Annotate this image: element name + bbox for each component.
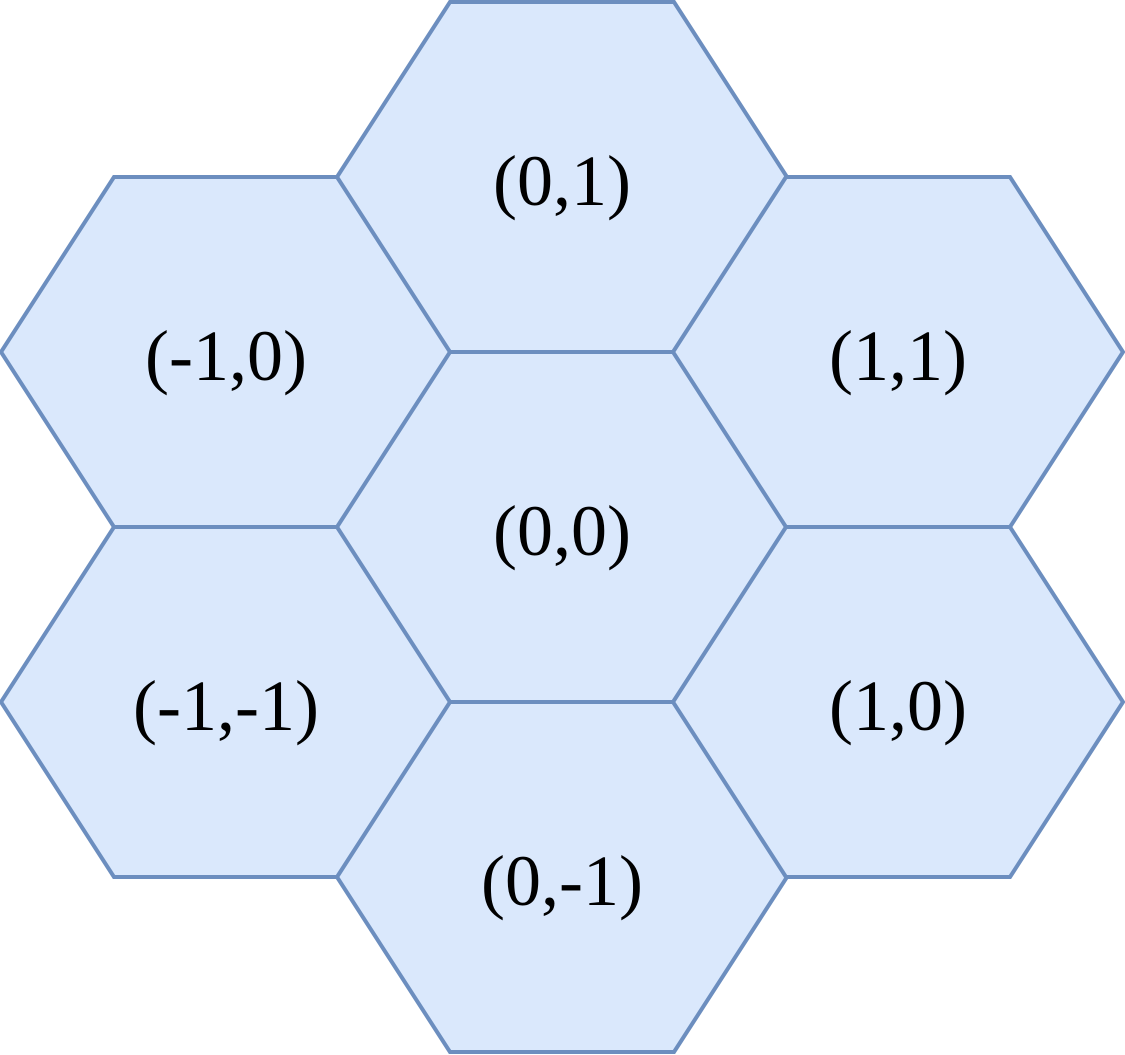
hex-cell-label: (-1,0) bbox=[145, 316, 307, 396]
hex-cell-label: (1,0) bbox=[829, 666, 967, 746]
hex-cell-label: (0,1) bbox=[493, 141, 631, 221]
hex-cell-label: (0,-1) bbox=[481, 841, 643, 921]
hex-cell: (1,0) bbox=[670, 525, 1125, 879]
hex-cell: (1,1) bbox=[670, 175, 1125, 529]
hex-cell-label: (1,1) bbox=[829, 316, 967, 396]
hex-cell: (0,0) bbox=[334, 350, 790, 704]
hex-cell-label: (0,0) bbox=[493, 491, 631, 571]
hexagon-shape bbox=[670, 525, 1125, 879]
hex-cell-label: (-1,-1) bbox=[133, 666, 319, 746]
hex-cell: (-1,-1) bbox=[0, 525, 454, 879]
